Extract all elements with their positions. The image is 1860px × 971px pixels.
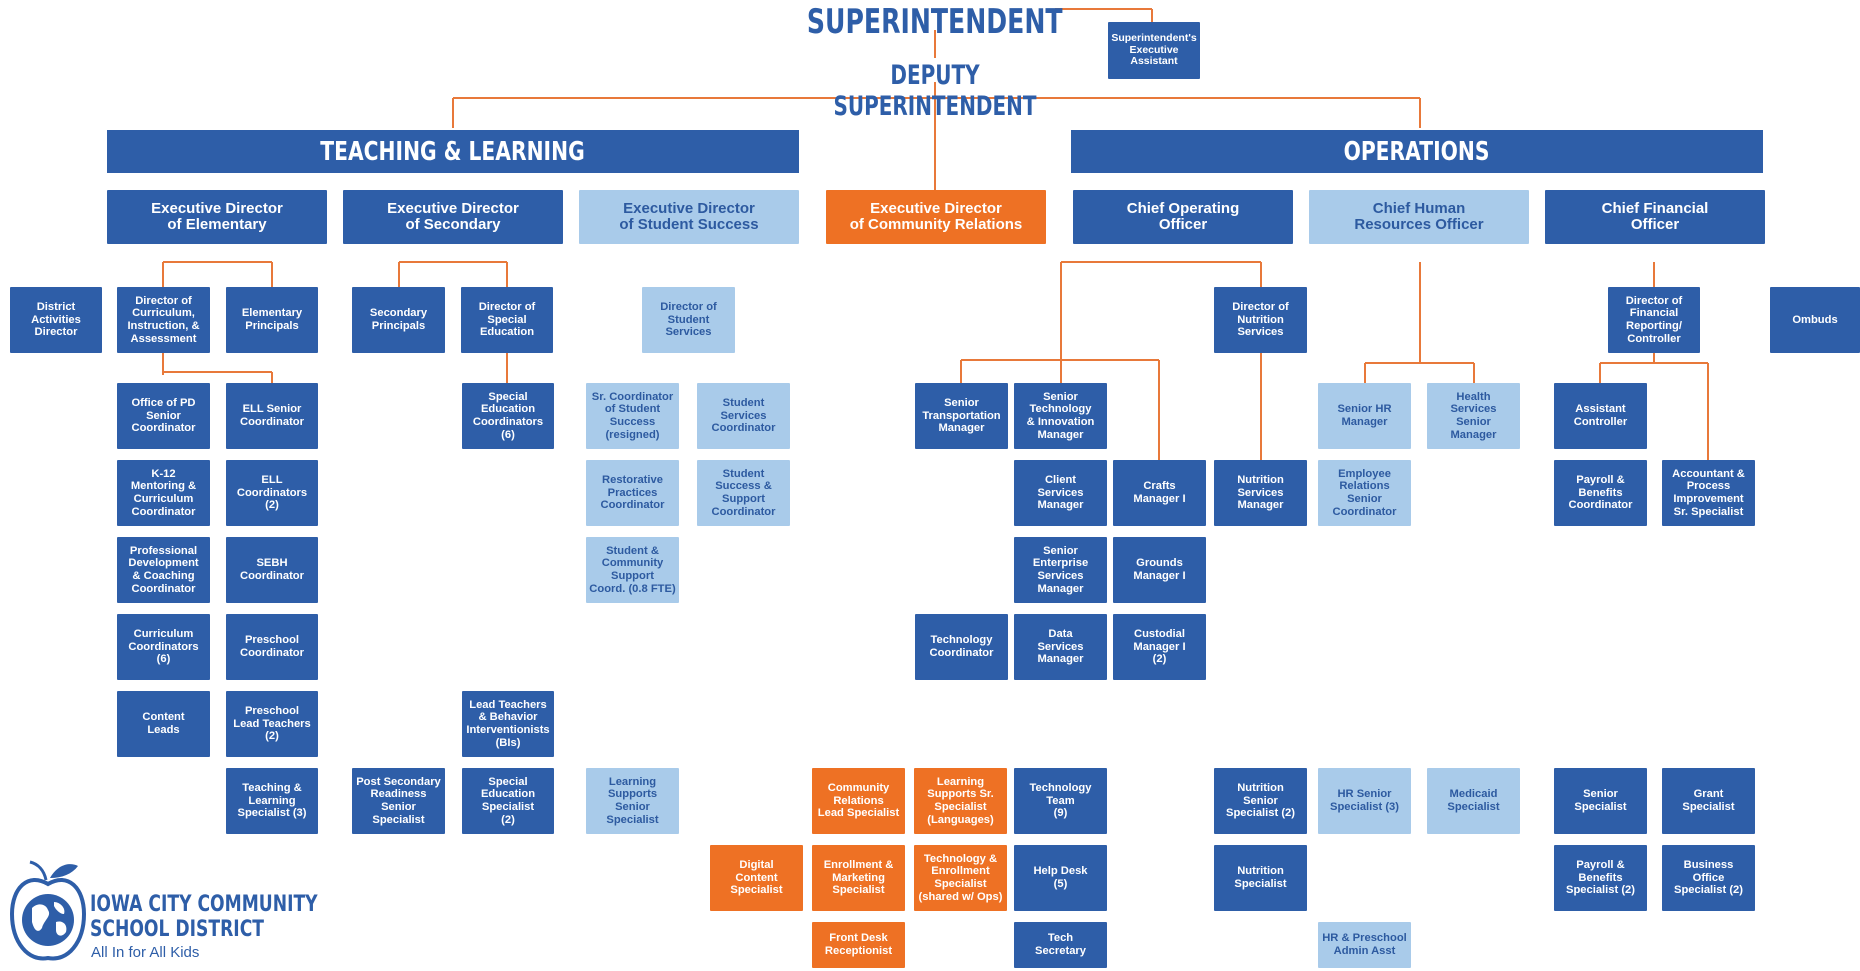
org-box-hr-preschool-admin: HR & Preschool Admin Asst: [1318, 922, 1411, 968]
org-box-pd-senior-coord: Office of PD Senior Coordinator: [117, 383, 210, 449]
superintendent-title: SUPERINTENDENT: [807, 2, 1063, 42]
org-box-exec-assistant: Superintendent's Executive Assistant: [1108, 22, 1200, 79]
org-box-learning-supports-specialist: Learning Supports Senior Specialist: [586, 768, 679, 834]
org-box-business-office: Business Office Specialist (2): [1662, 845, 1755, 911]
org-box-student-success-support: Student Success & Support Coordinator: [697, 460, 790, 526]
operations-banner: OPERATIONS: [1071, 130, 1763, 173]
org-box-data-services: Data Services Manager: [1014, 614, 1107, 680]
org-box-sped-specialist: Special Education Specialist (2): [462, 768, 554, 834]
org-box-sr-coord-student-success: Sr. Coordinator of Student Success (resi…: [586, 383, 679, 449]
org-box-preschool-coord: Preschool Coordinator: [226, 614, 318, 680]
org-box-ed-secondary: Executive Director of Secondary: [343, 190, 563, 244]
org-box-dir-cia: Director of Curriculum, Instruction, & A…: [117, 287, 210, 353]
org-box-lead-teachers-bis: Lead Teachers & Behavior Interventionist…: [462, 691, 554, 757]
school-district-logo: [8, 858, 88, 966]
org-box-dir-student-services: Director of Student Services: [642, 287, 735, 353]
teaching-learning-banner: TEACHING & LEARNING: [107, 130, 799, 173]
org-box-student-community-support: Student & Community Support Coord. (0.8 …: [586, 537, 679, 603]
logo-district-name-line2: SCHOOL DISTRICT: [90, 917, 264, 942]
org-box-ell-senior-coord: ELL Senior Coordinator: [226, 383, 318, 449]
org-box-assistant-controller: Assistant Controller: [1554, 383, 1647, 449]
org-box-chro: Chief Human Resources Officer: [1309, 190, 1529, 244]
org-box-custodial-manager: Custodial Manager I (2): [1113, 614, 1206, 680]
org-box-crafts-manager: Crafts Manager I: [1113, 460, 1206, 526]
org-box-dir-fin-reporting: Director of Financial Reporting/ Control…: [1608, 287, 1700, 353]
org-box-ell-coords: ELL Coordinators (2): [226, 460, 318, 526]
org-box-employee-relations: Employee Relations Senior Coordinator: [1318, 460, 1411, 526]
logo-district-name-line1: IOWA CITY COMMUNITY: [90, 892, 318, 917]
apple-globe-logo-icon: [9, 860, 87, 961]
org-box-senior-specialist: Senior Specialist: [1554, 768, 1647, 834]
org-box-client-services: Client Services Manager: [1014, 460, 1107, 526]
org-box-digital-content: Digital Content Specialist: [710, 845, 803, 911]
org-box-tech-team: Technology Team (9): [1014, 768, 1107, 834]
org-box-sebh-coord: SEBH Coordinator: [226, 537, 318, 603]
org-box-help-desk: Help Desk (5): [1014, 845, 1107, 911]
org-box-k12-mentoring: K-12 Mentoring & Curriculum Coordinator: [117, 460, 210, 526]
org-box-payroll-specialist: Payroll & Benefits Specialist (2): [1554, 845, 1647, 911]
org-box-nutrition-manager: Nutrition Services Manager: [1214, 460, 1307, 526]
org-box-coo: Chief Operating Officer: [1073, 190, 1293, 244]
org-box-senior-tech-innovation: Senior Technology & Innovation Manager: [1014, 383, 1107, 449]
org-box-accountant: Accountant & Process Improvement Sr. Spe…: [1662, 460, 1755, 526]
org-box-grounds-manager: Grounds Manager I: [1113, 537, 1206, 603]
org-box-payroll-coord: Payroll & Benefits Coordinator: [1554, 460, 1647, 526]
org-box-pd-coaching: Professional Development & Coaching Coor…: [117, 537, 210, 603]
org-box-ed-elementary: Executive Director of Elementary: [107, 190, 327, 244]
org-box-front-desk: Front Desk Receptionist: [812, 922, 905, 968]
org-box-cfo: Chief Financial Officer: [1545, 190, 1765, 244]
deputy-superintendent-title: DEPUTY SUPERINTENDENT: [833, 60, 1037, 122]
org-box-restorative-coord: Restorative Practices Coordinator: [586, 460, 679, 526]
org-box-learning-supports-languages: Learning Supports Sr. Specialist (Langua…: [914, 768, 1007, 834]
org-box-preschool-lead-teachers: Preschool Lead Teachers (2): [226, 691, 318, 757]
org-box-ed-community: Executive Director of Community Relation…: [826, 190, 1046, 244]
org-box-nutrition-specialist: Nutrition Specialist: [1214, 845, 1307, 911]
org-box-tl-specialist: Teaching & Learning Specialist (3): [226, 768, 318, 834]
org-box-cr-lead-specialist: Community Relations Lead Specialist: [812, 768, 905, 834]
org-box-student-services-coord: Student Services Coordinator: [697, 383, 790, 449]
org-box-sped-coords: Special Education Coordinators (6): [462, 383, 554, 449]
org-box-hr-senior-specialist: HR Senior Specialist (3): [1318, 768, 1411, 834]
org-box-health-services: Health Services Senior Manager: [1427, 383, 1520, 449]
org-box-tech-enrollment: Technology & Enrollment Specialist (shar…: [914, 845, 1007, 911]
org-box-senior-transportation: Senior Transportation Manager: [915, 383, 1008, 449]
org-box-tech-coordinator: Technology Coordinator: [915, 614, 1008, 680]
org-box-dir-sped: Director of Special Education: [461, 287, 553, 353]
org-box-sec-principals: Secondary Principals: [352, 287, 445, 353]
org-box-senior-hr-manager: Senior HR Manager: [1318, 383, 1411, 449]
org-box-elem-principals: Elementary Principals: [226, 287, 318, 353]
org-box-enrollment-marketing: Enrollment & Marketing Specialist: [812, 845, 905, 911]
org-box-curriculum-coords: Curriculum Coordinators (6): [117, 614, 210, 680]
org-box-ed-student-success: Executive Director of Student Success: [579, 190, 799, 244]
logo-tagline: All In for All Kids: [91, 944, 200, 961]
org-box-psr-specialist: Post Secondary Readiness Senior Speciali…: [352, 768, 445, 834]
org-box-medicaid-specialist: Medicaid Specialist: [1427, 768, 1520, 834]
org-box-grant-specialist: Grant Specialist: [1662, 768, 1755, 834]
org-box-ombuds: Ombuds: [1770, 287, 1860, 353]
org-box-dir-nutrition: Director of Nutrition Services: [1214, 287, 1307, 353]
org-box-content-leads: Content Leads: [117, 691, 210, 757]
org-box-senior-enterprise: Senior Enterprise Services Manager: [1014, 537, 1107, 603]
org-box-tech-secretary: Tech Secretary: [1014, 922, 1107, 968]
org-box-district-activities: District Activities Director: [10, 287, 102, 353]
org-box-nutrition-senior-specialist: Nutrition Senior Specialist (2): [1214, 768, 1307, 834]
